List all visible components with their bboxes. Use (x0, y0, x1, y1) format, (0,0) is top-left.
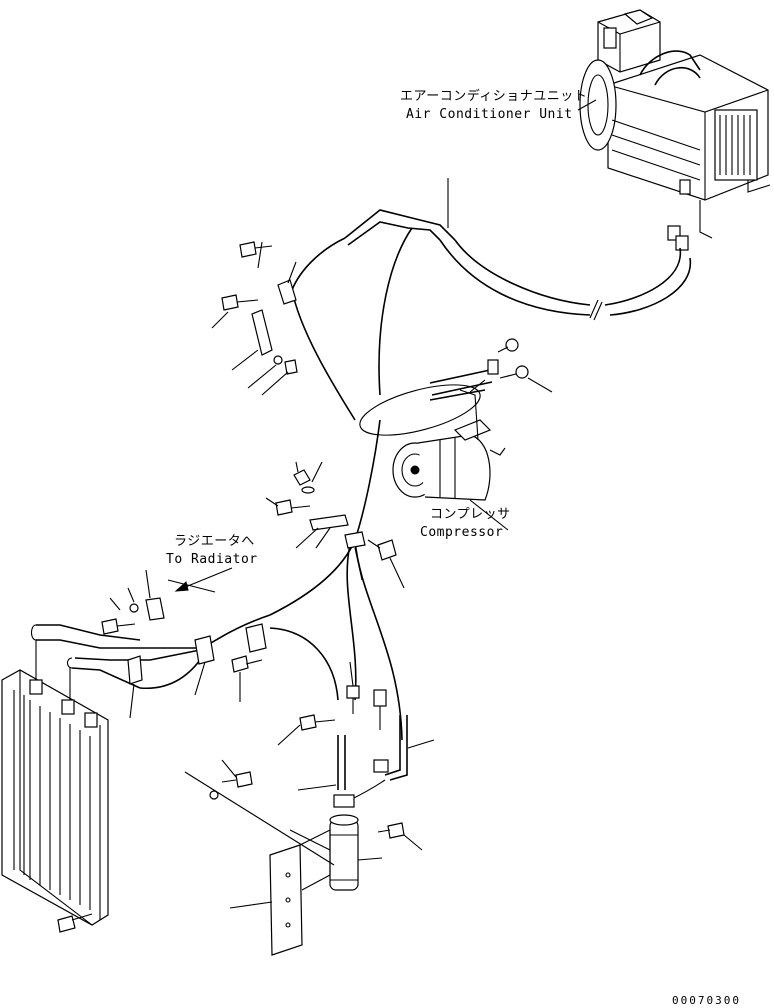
receiver-drier (269, 794, 359, 956)
ac-unit-label-en: Air Conditioner Unit (406, 107, 573, 122)
fasteners (101, 241, 405, 839)
leader-lines (109, 99, 597, 909)
drawing-code: 00070300 (672, 994, 741, 1007)
radiator-label-jp: ラジエータへ (174, 534, 255, 549)
ac-unit-label-jp: エアーコンディショナユニット (400, 88, 587, 104)
compressor-label-jp: コンプレッサ (430, 507, 511, 522)
compressor-label-en: Compressor (420, 525, 503, 540)
air-conditioner-unit (579, 9, 771, 251)
to-radiator-arrow (174, 567, 233, 592)
condenser (1, 624, 109, 933)
radiator-label-en: To Radiator (166, 552, 258, 567)
refrigerant-hoses (36, 209, 692, 801)
compressor (392, 338, 529, 501)
